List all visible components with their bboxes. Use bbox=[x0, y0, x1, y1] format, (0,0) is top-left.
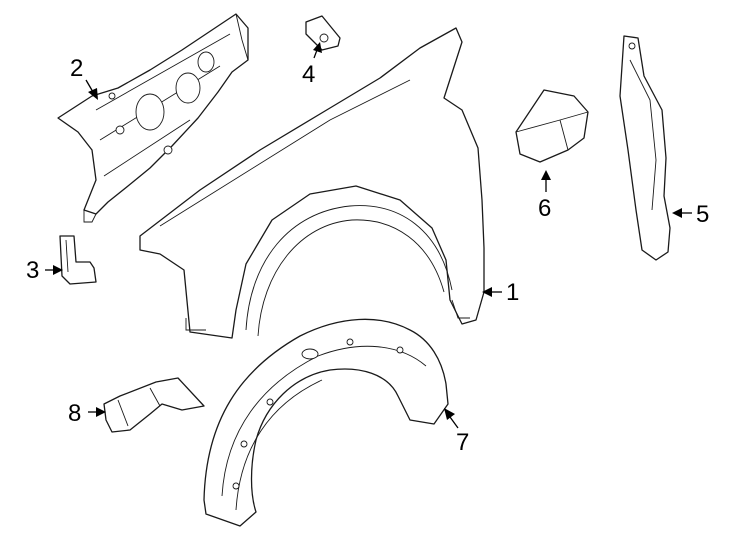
part-7-fender-liner bbox=[203, 318, 449, 527]
callout-8: 8 bbox=[68, 400, 81, 427]
part-6-insulator-block bbox=[515, 89, 589, 163]
leader-4 bbox=[313, 42, 322, 59]
leader-1 bbox=[482, 287, 502, 297]
callout-2: 2 bbox=[70, 55, 83, 82]
leader-7 bbox=[444, 408, 459, 429]
part-1-front-fender bbox=[139, 27, 485, 339]
leader-2 bbox=[85, 79, 98, 100]
part-5-vertical-shield bbox=[619, 35, 671, 261]
part-3-l-bracket bbox=[59, 235, 97, 285]
callout-1: 1 bbox=[506, 279, 519, 306]
part-4-clip-bracket bbox=[305, 15, 341, 51]
callout-5: 5 bbox=[696, 201, 709, 228]
part-2-fender-apron-panel bbox=[57, 13, 249, 223]
callout-3: 3 bbox=[26, 257, 39, 284]
callout-6: 6 bbox=[538, 195, 551, 222]
leader-8 bbox=[88, 407, 106, 417]
leader-6 bbox=[541, 170, 551, 192]
callout-4: 4 bbox=[302, 61, 315, 88]
leader-3 bbox=[45, 265, 63, 275]
leader-5 bbox=[672, 208, 692, 218]
callout-7: 7 bbox=[456, 429, 469, 456]
part-8-splash-bracket bbox=[103, 377, 205, 433]
